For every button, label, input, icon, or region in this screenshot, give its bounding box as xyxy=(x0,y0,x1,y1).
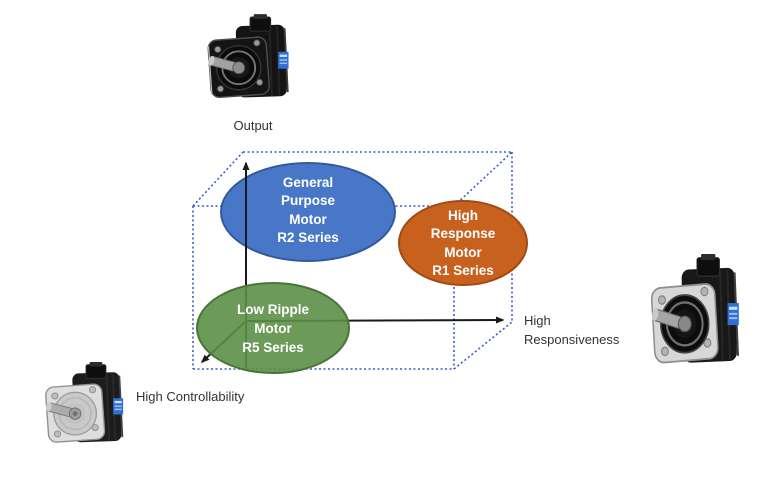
motor-connector xyxy=(249,16,272,32)
box-edge-top-left-diagonal xyxy=(192,151,244,207)
box-edge-bottom-right-diagonal xyxy=(453,321,513,370)
motor-connector xyxy=(85,364,107,379)
box-edge-top-right-diagonal xyxy=(453,151,513,207)
ellipse-label-line: Motor xyxy=(254,321,292,336)
ellipse-general-purpose-motor xyxy=(220,162,396,262)
responsiveness-axis-label: High Responsiveness xyxy=(524,313,620,347)
ellipse-label-line: General xyxy=(283,175,333,190)
ellipse-high-response-label: High Response Motor R1 Series xyxy=(431,208,496,278)
servo-motor-photo-high-responsiveness xyxy=(650,254,739,364)
motor-hub xyxy=(232,61,246,75)
ellipse-general-purpose-label: General Purpose Motor R2 Series xyxy=(277,175,339,245)
motor-shaft xyxy=(651,308,683,329)
ellipse-label-line: R5 Series xyxy=(242,340,304,355)
motor-sticker xyxy=(278,51,289,69)
ellipse-label-line: Motor xyxy=(289,212,327,227)
motor-hub xyxy=(677,315,692,333)
motor-hub-center xyxy=(72,411,78,416)
ellipse-high-response-motor xyxy=(398,200,528,286)
ellipse-label-line: Purpose xyxy=(281,193,336,208)
ellipse-label-line: Response xyxy=(431,226,496,241)
output-axis-label: Output xyxy=(233,118,273,133)
ellipse-label-line: Motor xyxy=(444,245,482,260)
ellipse-label-line: R2 Series xyxy=(277,230,339,245)
motor-sticker xyxy=(727,303,739,326)
motor-connector-cap xyxy=(701,254,716,261)
ellipse-low-ripple-label: Low Ripple Motor R5 Series xyxy=(237,302,309,355)
ellipse-label-line: Low Ripple xyxy=(237,302,309,317)
ellipse-low-ripple-motor xyxy=(196,282,350,374)
ellipse-label-line: High xyxy=(448,208,478,223)
ellipse-label-line: R1 Series xyxy=(432,263,494,278)
motor-connector-cap xyxy=(89,362,103,367)
motor-connector xyxy=(696,257,720,277)
controllability-axis-label: High Controllability xyxy=(136,389,245,404)
servo-motor-photo-high-controllability xyxy=(45,362,124,443)
motor-connector-cap xyxy=(253,14,267,19)
servo-motor-photo-output xyxy=(207,14,289,99)
motor-sticker xyxy=(113,398,124,415)
